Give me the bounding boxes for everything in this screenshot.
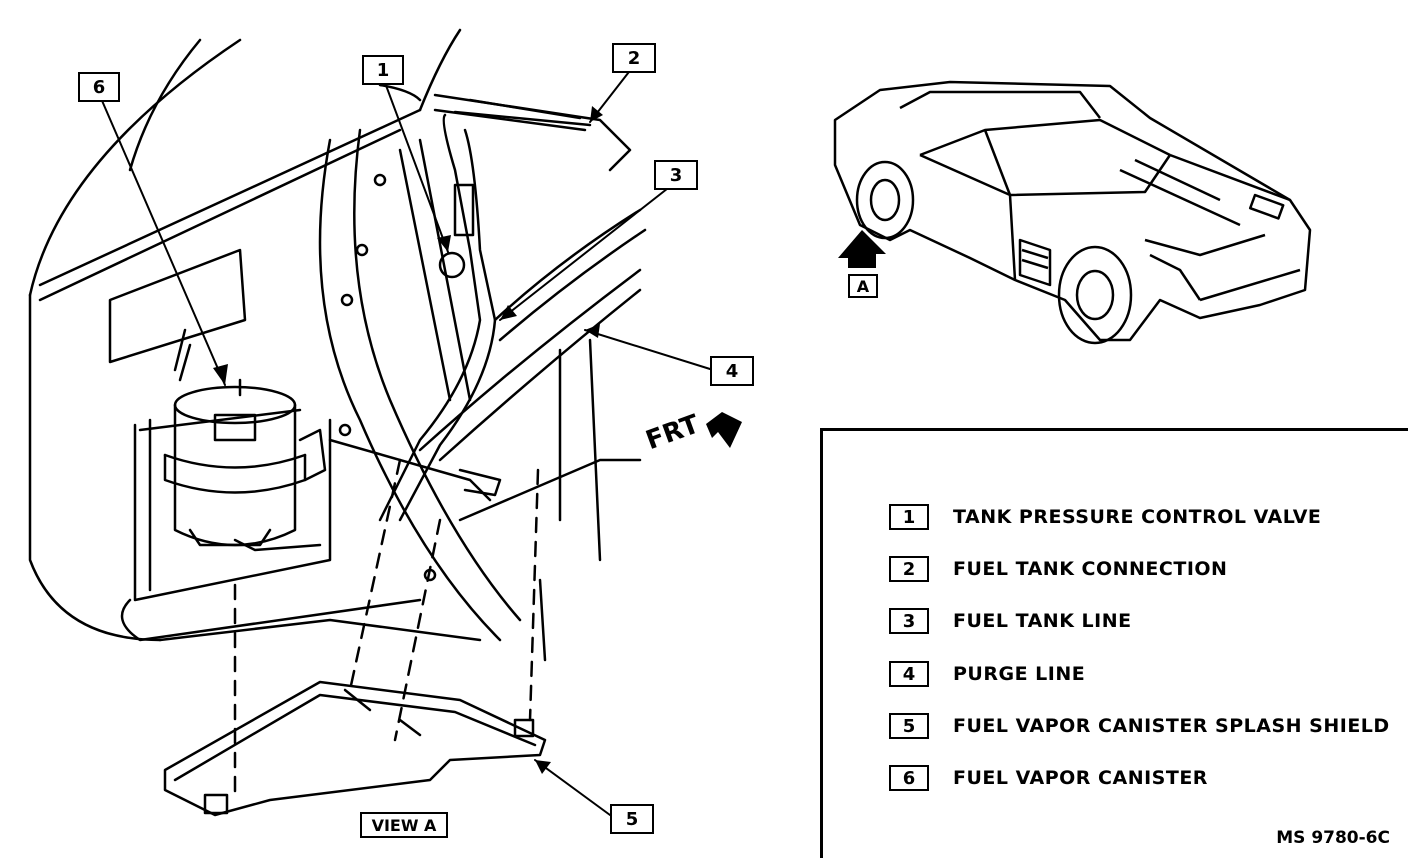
legend-panel: 1 TANK PRESSURE CONTROL VALVE 2 FUEL TAN… bbox=[820, 428, 1408, 858]
legend-text: FUEL VAPOR CANISTER bbox=[953, 767, 1208, 789]
legend-number: 6 bbox=[889, 765, 929, 791]
legend-item: 1 TANK PRESSURE CONTROL VALVE bbox=[889, 503, 1321, 531]
legend-number: 1 bbox=[889, 504, 929, 530]
callout-1: 1 bbox=[362, 55, 404, 85]
callout-4: 4 bbox=[710, 356, 754, 386]
legend-text: FUEL TANK CONNECTION bbox=[953, 558, 1228, 580]
install-lines bbox=[233, 458, 540, 802]
legend-item: 6 FUEL VAPOR CANISTER bbox=[889, 764, 1208, 792]
leader-arrowheads bbox=[213, 106, 603, 774]
legend-item: 4 PURGE LINE bbox=[889, 660, 1085, 688]
legend-text: FUEL TANK LINE bbox=[953, 610, 1132, 632]
figure-code: MS 9780-6C bbox=[1276, 828, 1390, 848]
car-overview-drawing bbox=[833, 80, 1312, 345]
legend-item: 3 FUEL TANK LINE bbox=[889, 607, 1132, 635]
view-direction-arrow bbox=[838, 230, 886, 268]
legend-text: TANK PRESSURE CONTROL VALVE bbox=[953, 506, 1322, 528]
callout-6: 6 bbox=[78, 72, 120, 102]
frt-arrow-icon bbox=[706, 412, 742, 448]
canister-housing bbox=[120, 408, 482, 642]
legend-item: 5 FUEL VAPOR CANISTER SPLASH SHIELD bbox=[889, 712, 1390, 740]
fuel-lines bbox=[378, 110, 647, 522]
legend-number: 4 bbox=[889, 661, 929, 687]
callout-2: 2 bbox=[612, 43, 656, 73]
callout-5: 5 bbox=[610, 804, 654, 834]
canister-body bbox=[163, 328, 327, 552]
body-panel bbox=[28, 28, 632, 642]
view-a-label: VIEW A bbox=[360, 812, 448, 838]
legend-item: 2 FUEL TANK CONNECTION bbox=[889, 555, 1227, 583]
legend-text: PURGE LINE bbox=[953, 663, 1086, 685]
leader-lines bbox=[99, 67, 711, 816]
callout-3: 3 bbox=[654, 160, 698, 190]
brackets bbox=[328, 338, 642, 662]
splash-shield bbox=[163, 680, 547, 817]
legend-text: FUEL VAPOR CANISTER SPLASH SHIELD bbox=[953, 715, 1390, 737]
legend-number: 2 bbox=[889, 556, 929, 582]
legend-number: 3 bbox=[889, 608, 929, 634]
frame-rail bbox=[318, 128, 522, 642]
view-a-marker: A bbox=[848, 274, 878, 298]
bolt-holes bbox=[338, 173, 437, 582]
legend-number: 5 bbox=[889, 713, 929, 739]
